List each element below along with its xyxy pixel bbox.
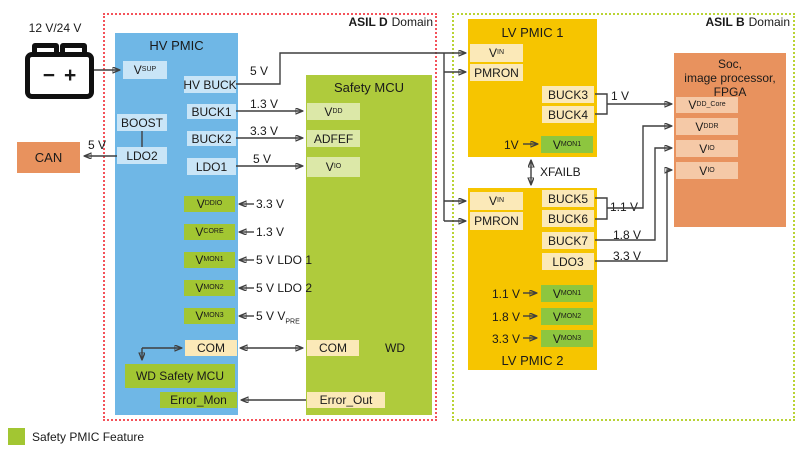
safety-mcu-title: Safety MCU (333, 80, 405, 95)
lv-pmic2-buck5-port: BUCK5 (542, 190, 594, 207)
lv-pmic1-title: LV PMIC 1 (501, 25, 564, 40)
hv-pmic-title: HV PMIC (149, 38, 204, 53)
hv-pmic-ldo1-port: LDO1 (187, 158, 236, 175)
buck7-voltage: 1.8 V (613, 228, 642, 242)
lv-pmic2-vmon3-in-label: 3.3 V (492, 332, 521, 346)
hv-pmic-buck1-port: BUCK1 (187, 104, 236, 119)
hv-pmic-buck2-port: BUCK2 (187, 131, 236, 146)
safety-mcu-block (306, 75, 432, 415)
legend-safety-feature-swatch (8, 428, 25, 445)
lv-pmic2-ldo3-port: LDO3 (542, 253, 594, 270)
hv-pmic-ldo2-port: LDO2 (117, 147, 167, 164)
lv-pmic2-vmon1-in-label: 1.1 V (492, 287, 521, 301)
lv-pmic1-vmon1-in-label: 1V (504, 138, 519, 152)
ldo2-can-voltage: 5 V (88, 138, 107, 152)
buck34-voltage: 1 V (611, 89, 630, 103)
hv-pmic-boost-port: BOOST (117, 114, 167, 131)
lv-pmic1-buck4-port: BUCK4 (542, 106, 594, 123)
battery-icon: − + (25, 52, 94, 99)
ldo1-voltage: 5 V (253, 152, 272, 166)
lv-pmic1-buck3-port: BUCK3 (542, 86, 594, 103)
buck56-voltage: 1.1 V (610, 200, 639, 214)
hv-pmic-error-mon-port: Error_Mon (160, 392, 237, 408)
soc-title: Soc, image processor, FPGA (684, 57, 776, 99)
buck2-voltage: 3.3 V (250, 124, 279, 138)
lv-pmic2-buck7-port: BUCK7 (542, 232, 594, 249)
buck1-voltage: 1.3 V (250, 97, 279, 111)
safety-mcu-com-port: COM (307, 340, 359, 356)
xfailb-label: XFAILB (540, 165, 581, 179)
legend-safety-feature-label: Safety PMIC Feature (32, 430, 145, 444)
vcore-in-voltage: 1.3 V (256, 225, 285, 239)
ldo3-voltage: 3.3 V (613, 249, 642, 263)
lv-pmic2-title: LV PMIC 2 (501, 353, 564, 368)
safety-mcu-error-out-port: Error_Out (307, 392, 385, 408)
asil-d-domain-frame (103, 13, 437, 421)
lv-pmic2-pmron-port: PMRON (470, 212, 523, 230)
vmon2-in-voltage: 5 V LDO 2 (256, 281, 313, 295)
battery-voltage-label: 12 V/24 V (28, 21, 82, 35)
asil-b-domain-frame (452, 13, 795, 421)
vmon3-in-voltage: 5 V VPRE (256, 309, 300, 326)
safety-mcu-adfef-port: ADFEF (307, 130, 360, 147)
lv-pmic1-pmron-port: PMRON (470, 64, 523, 81)
hv-buck-voltage: 5 V (250, 64, 269, 78)
safety-mcu-wd-label: WD (385, 341, 405, 355)
hv-pmic-com-port: COM (185, 340, 237, 356)
lv-pmic2-vmon2-in-label: 1.8 V (492, 310, 521, 324)
hv-pmic-wd-safety-mcu-block: WD Safety MCU (125, 364, 235, 388)
lv-pmic2-buck6-port: BUCK6 (542, 210, 594, 227)
hv-pmic-hv-buck-port: HV BUCK (183, 76, 237, 93)
vmon1-in-voltage: 5 V LDO 1 (256, 253, 313, 267)
can-block: CAN (17, 142, 80, 173)
vddio-in-voltage: 3.3 V (256, 197, 285, 211)
